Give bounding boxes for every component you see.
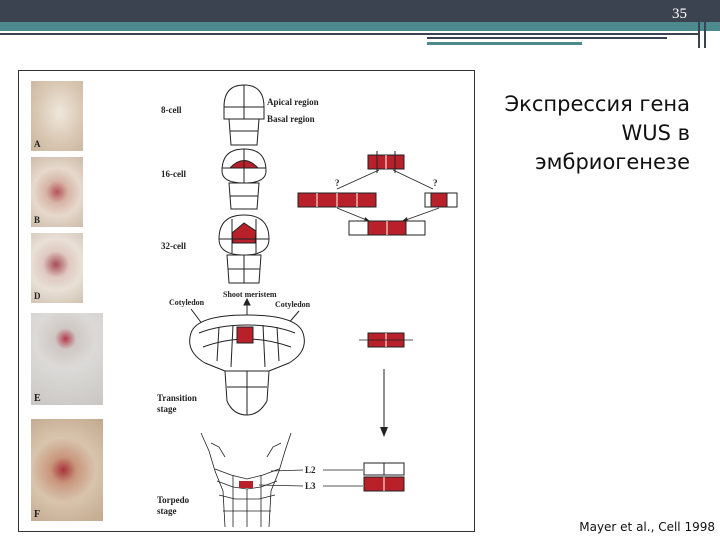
citation: Mayer et al., Cell 1998	[579, 520, 715, 534]
title-line-1: Экспрессия гена	[504, 92, 690, 116]
title-line-3: эмбриогенезе	[535, 150, 690, 174]
header-divider	[698, 0, 700, 48]
panel-letter-f: F	[34, 509, 40, 520]
question-mark-right: ?	[433, 178, 438, 188]
l2-leader-line	[270, 469, 304, 472]
embryo-32-cell	[218, 214, 270, 284]
micrograph-e	[31, 313, 103, 405]
micrograph-f	[31, 419, 103, 521]
micrograph-a	[31, 81, 83, 151]
embryo-16-cell	[221, 148, 267, 210]
panel-letter-a: A	[34, 139, 41, 149]
l3-leader-line	[258, 484, 304, 487]
figure-panel: A B D E F 8-cell 16-cell 32-cell Transit…	[18, 70, 475, 532]
header-accent-rule	[427, 42, 582, 45]
stage-label-torpedo-stage: stage	[157, 506, 177, 516]
slide-number: 35	[672, 6, 687, 22]
apical-region-label: Apical region	[267, 97, 319, 107]
embryo-diagram: A B D E F 8-cell 16-cell 32-cell Transit…	[34, 84, 458, 528]
lineage-schematic: ? ?	[297, 151, 458, 492]
transition-arrows	[190, 297, 300, 326]
stage-label-transition: Transition	[157, 393, 197, 403]
stage-label-torpedo: Torpedo	[157, 495, 190, 505]
header-accent-band	[0, 22, 720, 31]
embryo-8-cell	[223, 84, 265, 146]
layer-label-l3: L3	[305, 481, 316, 491]
header-divider	[704, 0, 706, 48]
stage-label-16-cell: 16-cell	[161, 169, 186, 179]
cotyledon-label-left: Cotyledon	[169, 298, 205, 307]
micrograph-d	[31, 233, 83, 303]
torpedo-expression-domain	[239, 481, 253, 488]
stage-label-transition-stage: stage	[157, 404, 177, 414]
header-bar	[0, 0, 720, 22]
panel-letter-d: D	[34, 291, 41, 301]
cotyledon-label-right: Cotyledon	[275, 300, 311, 309]
basal-region-label: Basal region	[267, 114, 315, 124]
embryo-torpedo-stage	[200, 432, 292, 528]
title-line-2: WUS в	[621, 121, 690, 145]
layer-label-l2: L2	[305, 465, 316, 475]
micrograph-b	[31, 157, 83, 227]
header-rule	[0, 33, 700, 35]
embryo-transition-stage	[189, 314, 305, 416]
stage-label-32-cell: 32-cell	[161, 241, 186, 251]
slide-title: Экспрессия гена WUS в эмбриогенезе	[480, 90, 690, 177]
question-mark-left: ?	[335, 178, 340, 188]
transition-expression-domain	[236, 326, 254, 344]
stage-label-8-cell: 8-cell	[161, 105, 182, 115]
panel-letter-b: B	[34, 215, 40, 225]
panel-letter-e: E	[34, 393, 41, 404]
shoot-meristem-label: Shoot meristem	[223, 290, 277, 299]
header-rule	[427, 37, 667, 39]
